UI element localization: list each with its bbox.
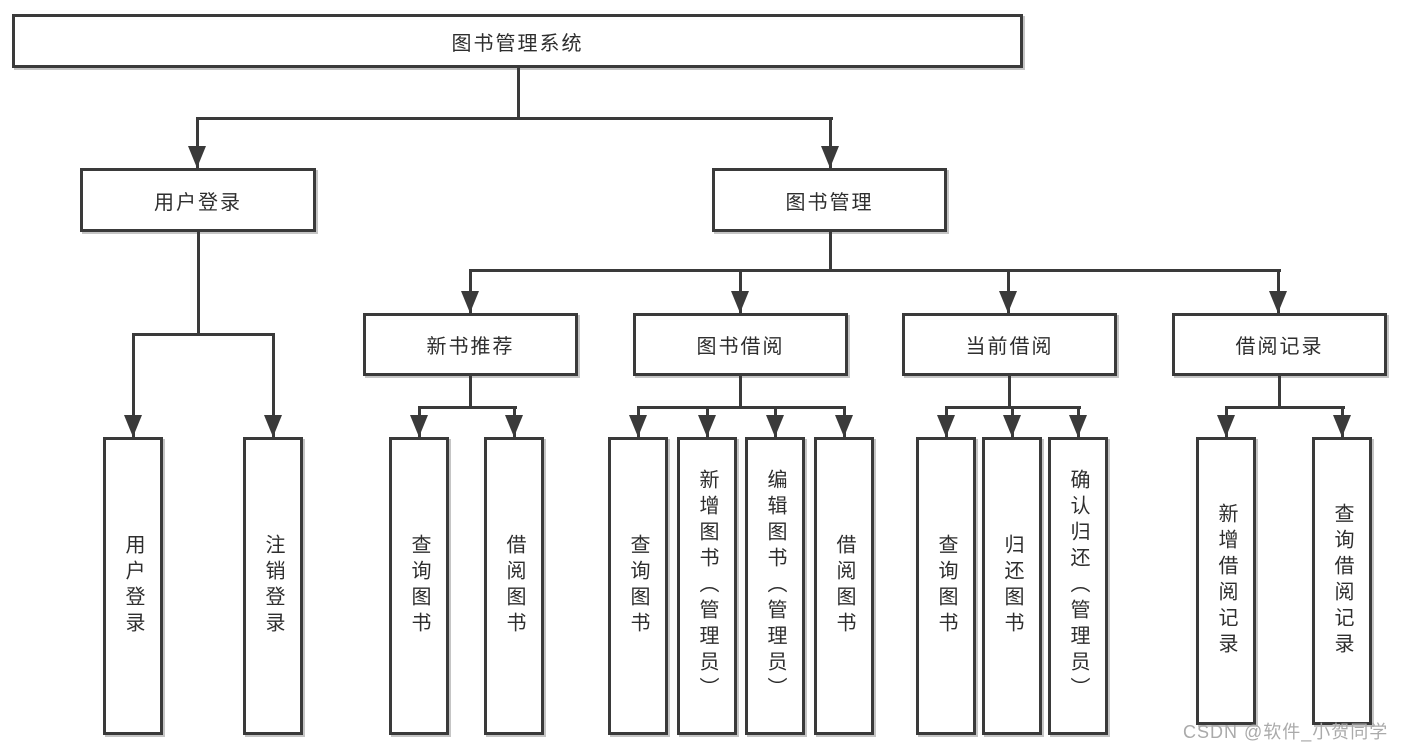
leaf-user-login-label: 用户登录 bbox=[122, 534, 144, 638]
leaf-add-books-admin: 新增图书（管理员） bbox=[677, 437, 737, 735]
node-current-borrowing: 当前借阅 bbox=[902, 313, 1117, 376]
arrow-down-icon bbox=[821, 146, 839, 168]
arrow-down-icon bbox=[999, 291, 1017, 313]
connector-line bbox=[1008, 376, 1011, 409]
arrow-down-icon bbox=[731, 291, 749, 313]
node-book-management-module: 图书管理 bbox=[712, 168, 947, 232]
arrow-down-icon bbox=[1217, 415, 1235, 437]
arrow-down-icon bbox=[188, 146, 206, 168]
node-book-management-module-label: 图书管理 bbox=[785, 191, 874, 214]
connector-line bbox=[517, 68, 520, 118]
connector-line bbox=[418, 406, 517, 409]
leaf-edit-books-admin: 编辑图书（管理员） bbox=[745, 437, 805, 735]
leaf-add-books-admin-label: 新增图书（管理员） bbox=[696, 469, 718, 703]
leaf-user-login: 用户登录 bbox=[103, 437, 163, 735]
arrow-down-icon bbox=[1269, 291, 1287, 313]
arrow-down-icon bbox=[461, 291, 479, 313]
arrow-down-icon bbox=[1003, 415, 1021, 437]
arrow-down-icon bbox=[410, 415, 428, 437]
leaf-query-books-borrowing: 查询图书 bbox=[608, 437, 668, 735]
arrow-down-icon bbox=[629, 415, 647, 437]
leaf-borrow-books-borrowing: 借阅图书 bbox=[814, 437, 874, 735]
leaf-confirm-return-admin-label: 确认归还（管理员） bbox=[1067, 469, 1089, 703]
connector-line bbox=[1278, 376, 1281, 409]
connector-line bbox=[739, 376, 742, 409]
connector-line bbox=[272, 333, 275, 437]
node-borrowing-records: 借阅记录 bbox=[1172, 313, 1387, 376]
connector-line bbox=[829, 117, 832, 168]
node-borrowing-records-label: 借阅记录 bbox=[1235, 336, 1324, 358]
leaf-query-books-current: 查询图书 bbox=[916, 437, 976, 735]
leaf-query-borrow-record: 查询借阅记录 bbox=[1312, 437, 1372, 725]
leaf-return-books: 归还图书 bbox=[982, 437, 1042, 735]
leaf-borrow-books-borrowing-label: 借阅图书 bbox=[833, 534, 855, 638]
leaf-confirm-return-admin: 确认归还（管理员） bbox=[1048, 437, 1108, 735]
connector-line bbox=[196, 117, 199, 168]
node-user-login-module: 用户登录 bbox=[80, 168, 316, 232]
leaf-borrow-books-recommend-label: 借阅图书 bbox=[503, 534, 525, 638]
leaf-query-books-current-label: 查询图书 bbox=[935, 534, 957, 638]
arrow-down-icon bbox=[505, 415, 523, 437]
arrow-down-icon bbox=[835, 415, 853, 437]
node-current-borrowing-label: 当前借阅 bbox=[965, 336, 1054, 358]
leaf-edit-books-admin-label: 编辑图书（管理员） bbox=[764, 469, 786, 703]
arrow-down-icon bbox=[1069, 415, 1087, 437]
arrow-down-icon bbox=[766, 415, 784, 437]
node-book-borrowing: 图书借阅 bbox=[633, 313, 848, 376]
leaf-add-borrow-record: 新增借阅记录 bbox=[1196, 437, 1256, 725]
node-user-login-module-label: 用户登录 bbox=[154, 191, 242, 214]
leaf-return-books-label: 归还图书 bbox=[1001, 534, 1023, 638]
leaf-logout: 注销登录 bbox=[243, 437, 303, 735]
connector-line bbox=[132, 333, 135, 437]
connector-line bbox=[637, 406, 846, 409]
leaf-query-books-recommend-label: 查询图书 bbox=[408, 534, 430, 638]
leaf-query-borrow-record-label: 查询借阅记录 bbox=[1331, 503, 1353, 659]
connector-line bbox=[196, 117, 833, 120]
node-root-label: 图书管理系统 bbox=[451, 32, 584, 55]
leaf-query-books-borrowing-label: 查询图书 bbox=[627, 534, 649, 638]
leaf-add-borrow-record-label: 新增借阅记录 bbox=[1215, 503, 1237, 659]
connector-line bbox=[469, 269, 1281, 272]
leaf-query-books-recommend: 查询图书 bbox=[389, 437, 449, 735]
connector-line bbox=[469, 376, 472, 409]
connector-line bbox=[829, 232, 832, 272]
node-new-book-recommend: 新书推荐 bbox=[363, 313, 578, 376]
connector-line bbox=[132, 333, 275, 336]
node-book-borrowing-label: 图书借阅 bbox=[696, 336, 785, 358]
csdn-watermark: CSDN @软件_小贺同学 bbox=[1183, 722, 1389, 742]
arrow-down-icon bbox=[124, 415, 142, 437]
node-root-library-management-system: 图书管理系统 bbox=[12, 14, 1023, 68]
arrow-down-icon bbox=[264, 415, 282, 437]
leaf-borrow-books-recommend: 借阅图书 bbox=[484, 437, 544, 735]
connector-line bbox=[1225, 406, 1345, 409]
arrow-down-icon bbox=[937, 415, 955, 437]
node-new-book-recommend-label: 新书推荐 bbox=[426, 336, 515, 358]
arrow-down-icon bbox=[698, 415, 716, 437]
connector-line bbox=[197, 232, 200, 336]
arrow-down-icon bbox=[1333, 415, 1351, 437]
leaf-logout-label: 注销登录 bbox=[262, 534, 284, 638]
